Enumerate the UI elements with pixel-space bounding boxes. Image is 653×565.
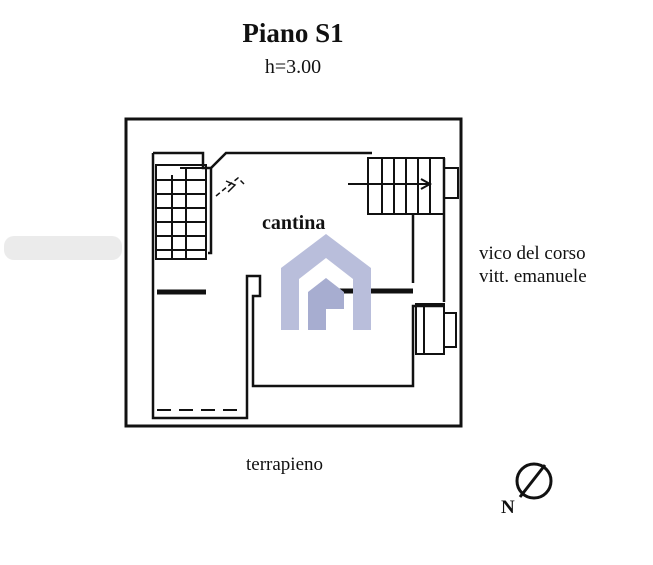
north-arrow-icon <box>515 462 553 500</box>
street-line-2: vitt. emanuele <box>479 266 587 287</box>
plan-title: Piano S1 <box>242 18 344 48</box>
inner-wall <box>151 153 444 420</box>
street-label: vico del corso vitt. emanuele <box>479 242 587 288</box>
dashed-arrow <box>215 176 245 197</box>
inner-wall-right <box>210 151 372 169</box>
window-niche <box>415 303 457 355</box>
stairs-icon <box>155 164 208 260</box>
house-logo-icon <box>281 234 371 330</box>
room-label: cantina <box>262 212 326 234</box>
street-line-1: vico del corso <box>479 243 586 264</box>
height-note: h=3.00 <box>264 56 322 78</box>
window-top-right <box>443 167 459 199</box>
north-letter: N <box>501 497 515 518</box>
bottom-label: terrapieno <box>246 454 324 475</box>
outer-wall <box>124 117 463 428</box>
blurred-smudge <box>4 236 122 260</box>
stairs-icon-right <box>348 157 445 215</box>
